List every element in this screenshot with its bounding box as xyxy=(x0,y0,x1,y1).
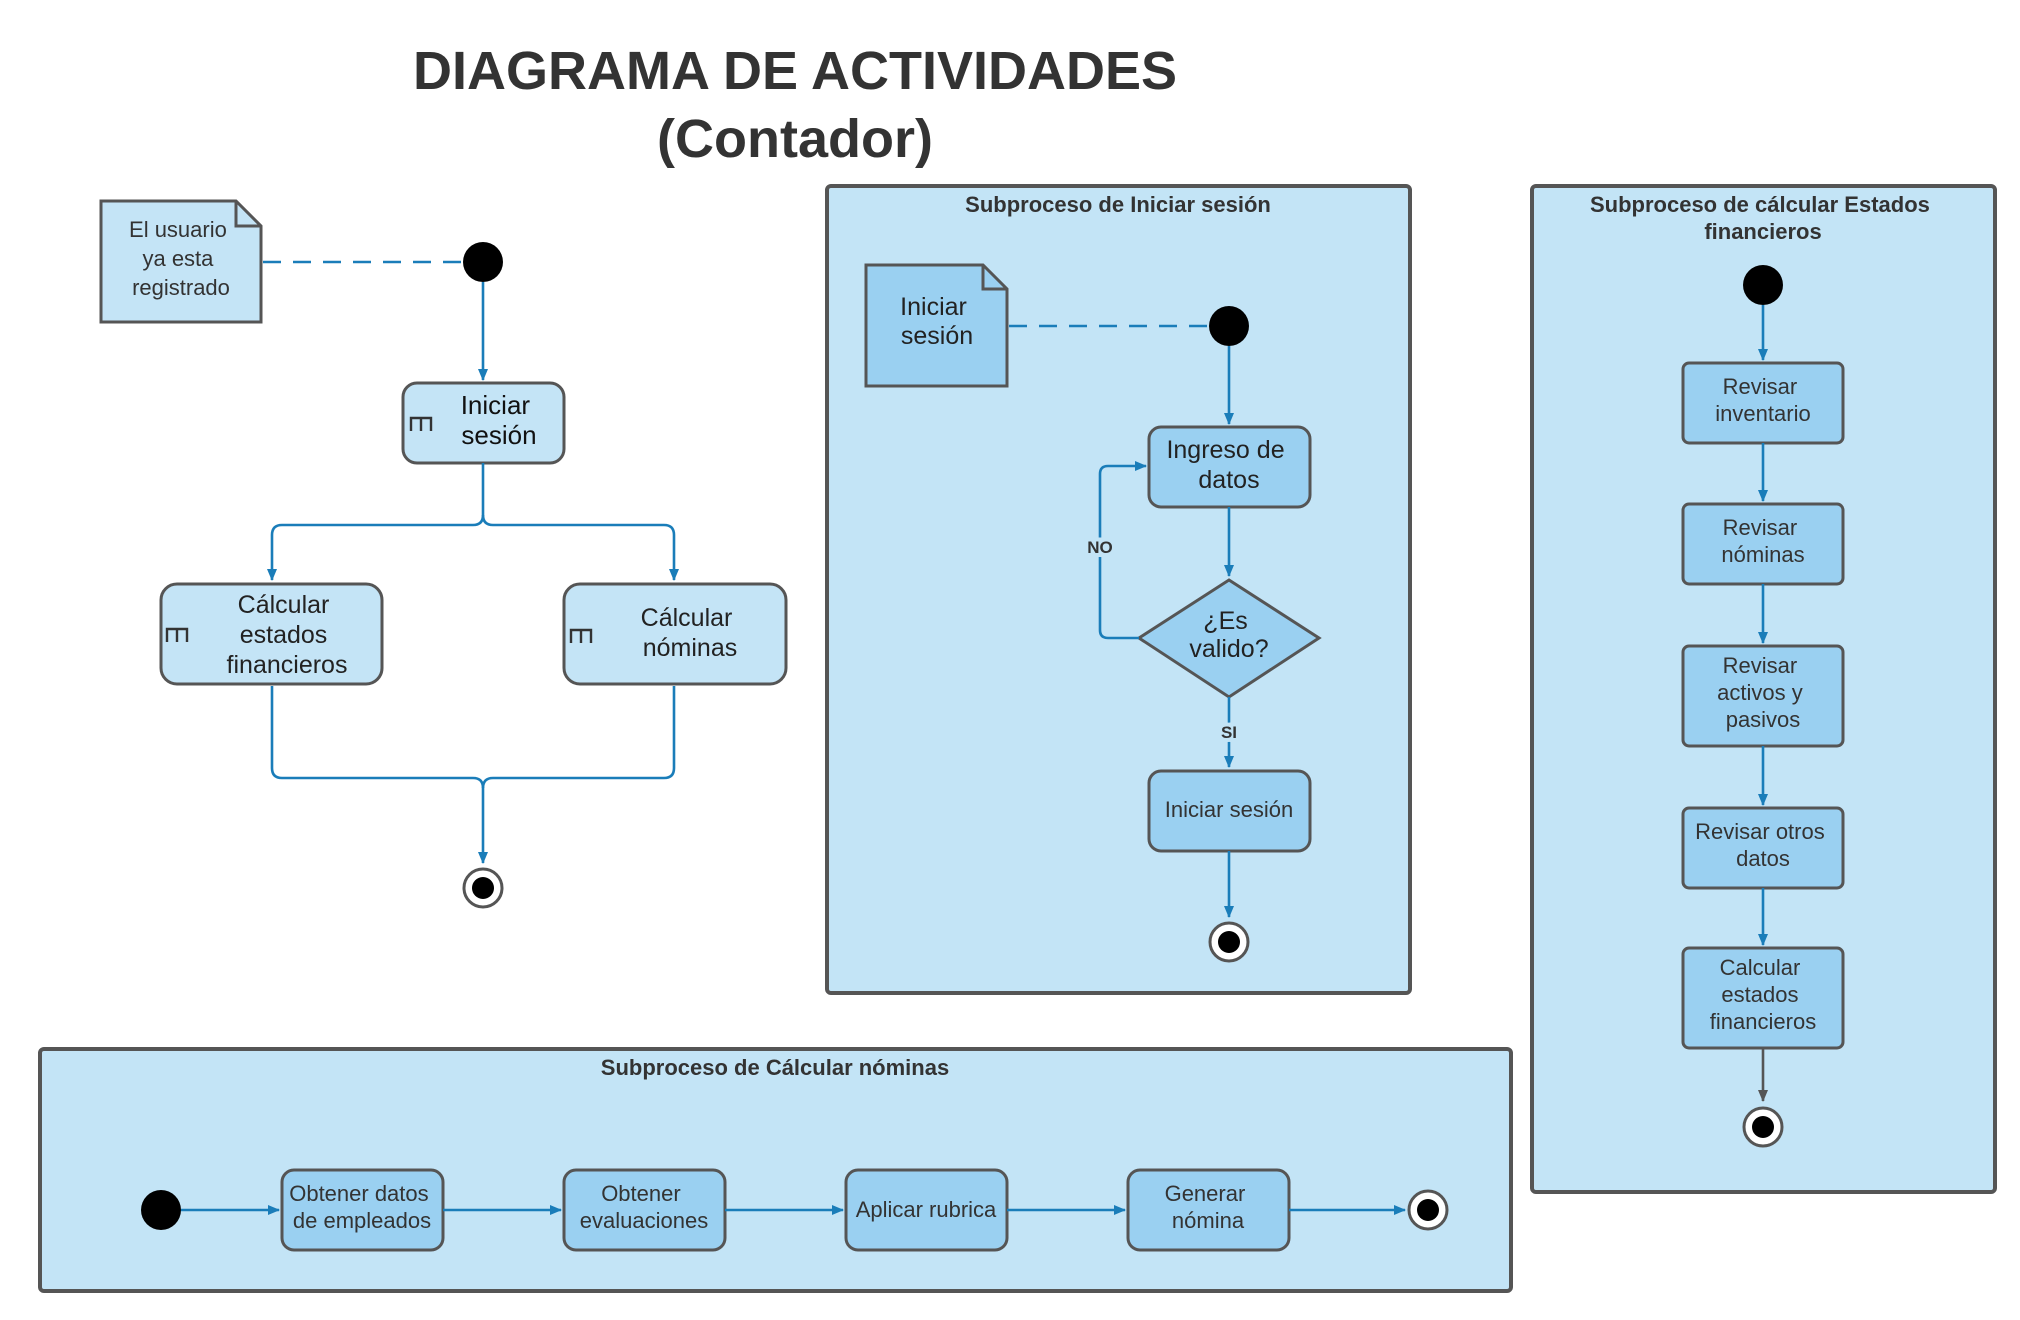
step-label: Revisar inventario xyxy=(1715,374,1810,426)
decision-label: ¿Es valido? xyxy=(1189,607,1268,663)
guard-yes: SI xyxy=(1221,723,1237,742)
activity-label: Ingreso de datos xyxy=(1166,436,1291,494)
login-subprocess-panel: Subproceso de Iniciar sesión Iniciar ses… xyxy=(825,184,1412,995)
step-label: Calcular estados financieros xyxy=(1710,955,1816,1034)
note-text: Iniciar sesión xyxy=(900,293,974,350)
activity-label: Iniciar sesión xyxy=(1165,797,1293,822)
panel-title: Subproceso de cálcular Estados financier… xyxy=(1590,192,1936,244)
main-flow: El usuario ya esta registrado Iniciar se… xyxy=(99,199,788,909)
activity-calcular-estados-financieros xyxy=(159,582,384,686)
activity-label: Cálcular estados financieros xyxy=(227,591,348,679)
panel-title: Subproceso de Cálcular nóminas xyxy=(601,1055,949,1080)
subprocess-icon xyxy=(409,416,433,431)
step-label: Obtener evaluaciones xyxy=(580,1181,708,1233)
payroll-subprocess-panel: Subproceso de Cálcular nóminas Obtener d… xyxy=(38,1047,1513,1293)
step-label: Revisar otros datos xyxy=(1695,819,1831,871)
subprocess-icon xyxy=(569,628,593,643)
activity-label: Iniciar sesión xyxy=(461,390,538,450)
step-label: Revisar activos y pasivos xyxy=(1717,653,1809,732)
subprocess-icon xyxy=(165,627,189,642)
activity-calcular-nominas xyxy=(562,582,788,686)
initial-node xyxy=(141,1190,181,1230)
note-user-registered xyxy=(99,199,263,324)
step-label: Generar nómina xyxy=(1165,1181,1252,1233)
initial-node xyxy=(1743,265,1783,305)
diagram-title-line1: DIAGRAMA DE ACTIVIDADES xyxy=(413,41,1177,101)
financial-subprocess-panel: Subproceso de cálcular Estados financier… xyxy=(1530,184,1997,1194)
initial-node xyxy=(1209,306,1249,346)
step-label: Revisar nóminas xyxy=(1721,515,1804,567)
activity-label: Cálcular nóminas xyxy=(641,604,740,662)
step-label: Aplicar rubrica xyxy=(856,1197,997,1222)
note-text: El usuario ya esta registrado xyxy=(129,217,233,300)
guard-no: NO xyxy=(1087,538,1113,557)
initial-node xyxy=(463,242,503,282)
step-label: Obtener datos de empleados xyxy=(289,1181,435,1233)
diagram-title-line2: (Contador) xyxy=(657,109,933,169)
note-iniciar-sesion xyxy=(864,263,1009,388)
panel-title: Subproceso de Iniciar sesión xyxy=(965,192,1271,217)
